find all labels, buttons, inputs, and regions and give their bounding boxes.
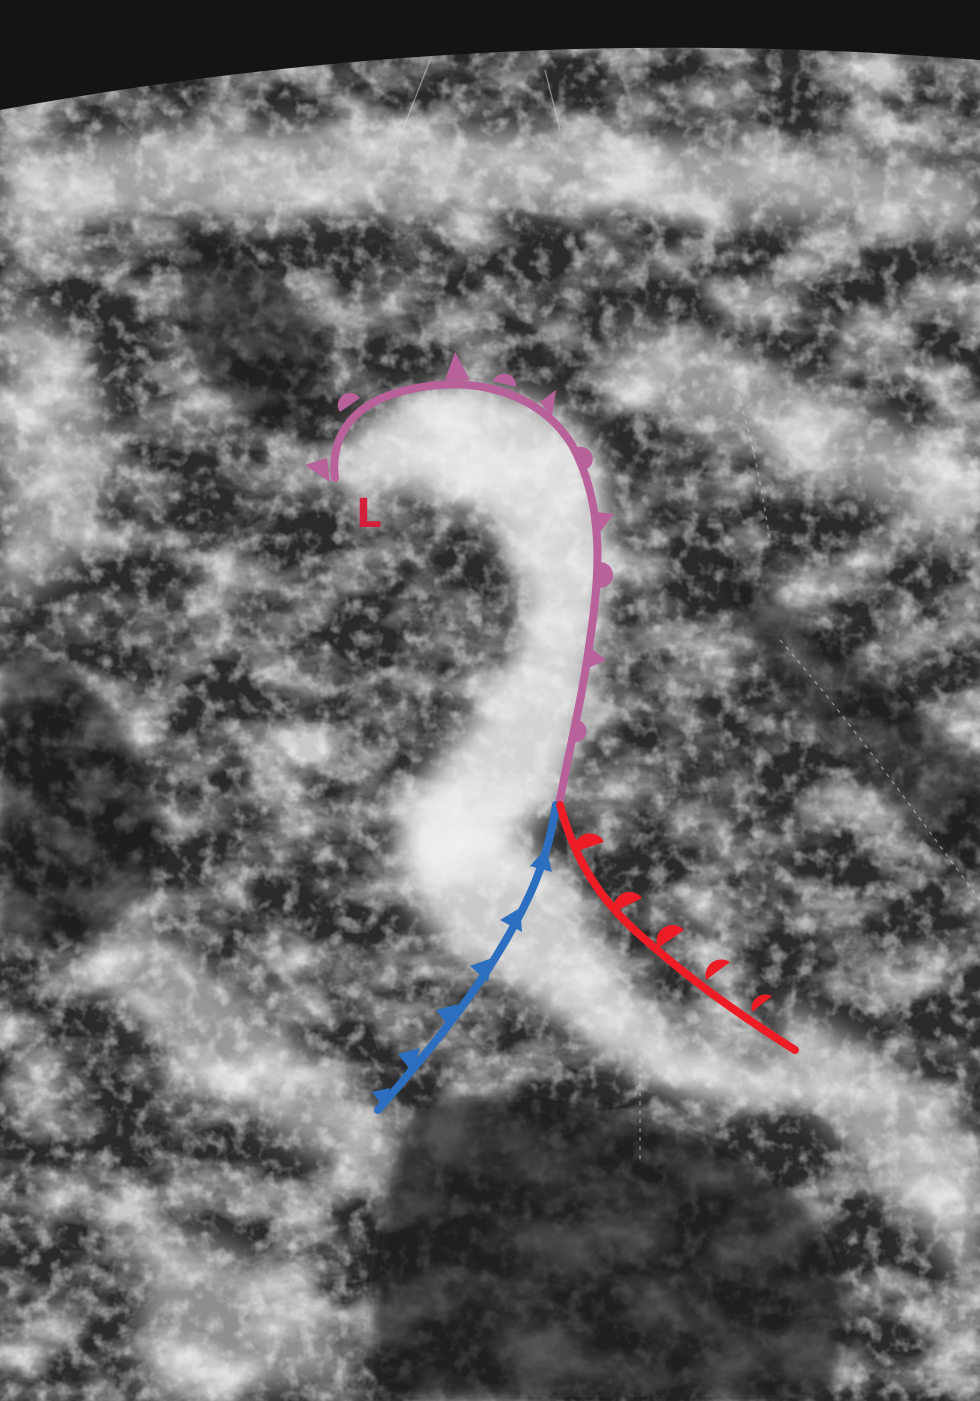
front-semicircle bbox=[575, 446, 593, 470]
grid-lines bbox=[394, 59, 980, 1160]
cloud-bands bbox=[0, 126, 980, 1401]
meridian-line bbox=[394, 59, 431, 151]
southeast-cloud-mass bbox=[780, 1000, 980, 1300]
front-triangle bbox=[595, 512, 614, 536]
clear-area-east bbox=[720, 560, 980, 880]
cold-front bbox=[372, 801, 560, 1114]
meridian-line bbox=[724, 359, 771, 541]
western-cloud-mass bbox=[0, 300, 112, 600]
warm-front-line bbox=[556, 801, 799, 1054]
front-semicircle bbox=[573, 833, 604, 852]
meridian-line bbox=[544, 69, 561, 131]
front-semicircle bbox=[337, 392, 360, 412]
clear-ocean-areas bbox=[0, 230, 980, 1401]
front-triangle bbox=[500, 908, 522, 932]
front-triangle bbox=[398, 1048, 420, 1072]
occluded-front bbox=[305, 352, 614, 804]
front-triangle bbox=[470, 958, 492, 982]
front-triangle bbox=[305, 458, 330, 482]
front-semicircle bbox=[751, 994, 772, 1012]
southern-cloud-band bbox=[100, 900, 417, 1186]
northern-cloud-band bbox=[0, 126, 980, 240]
front-semicircle bbox=[493, 373, 517, 387]
comma-cloud-head bbox=[330, 387, 613, 884]
front-triangle bbox=[584, 646, 606, 670]
warm-front bbox=[556, 801, 799, 1054]
comma-cloud-tail bbox=[403, 816, 793, 1107]
front-triangle bbox=[436, 1004, 458, 1028]
front-semicircle bbox=[572, 720, 587, 743]
front-triangle bbox=[530, 848, 552, 872]
front-triangle bbox=[445, 352, 470, 380]
southwest-cloud-mass bbox=[140, 1220, 360, 1401]
front-semicircle bbox=[613, 891, 642, 912]
front-semicircle bbox=[705, 959, 730, 980]
clear-area-northwest bbox=[180, 230, 324, 426]
front-semicircle bbox=[600, 562, 613, 588]
clear-area-south bbox=[372, 1094, 848, 1401]
front-semicircle bbox=[656, 925, 684, 948]
eastern-cloud-band bbox=[620, 320, 980, 560]
low-pressure-label: L bbox=[356, 491, 382, 537]
front-triangle bbox=[372, 1088, 390, 1108]
occluded-front-line bbox=[330, 380, 602, 804]
clear-area-west bbox=[0, 640, 161, 944]
front-triangle bbox=[540, 390, 556, 416]
